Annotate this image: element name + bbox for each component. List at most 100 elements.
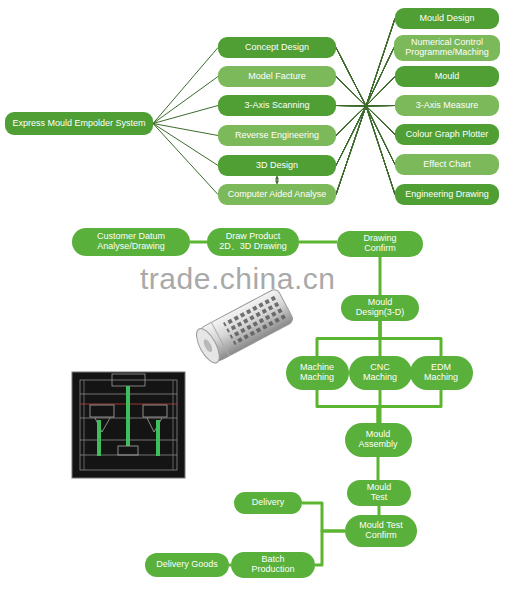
connector: [336, 19, 395, 107]
connector: [315, 531, 345, 565]
connector: [336, 77, 395, 107]
node-label: CNC Maching: [362, 363, 399, 383]
connector: [153, 124, 218, 195]
connector: [317, 390, 378, 423]
connector: [336, 48, 394, 136]
connector: [380, 321, 441, 356]
connector: [336, 48, 394, 107]
connector: [336, 48, 395, 107]
process-pill: Delivery: [234, 492, 302, 514]
connector: [153, 77, 218, 124]
connector: [336, 106, 395, 135]
process-box: Computer Aided Analyse: [218, 184, 336, 205]
connector: [336, 106, 395, 195]
connector: [336, 77, 395, 195]
connector: [336, 106, 395, 195]
process-box: Numerical Control Programme/Maching: [394, 35, 500, 61]
node-label: Model Facture: [248, 72, 306, 82]
node-fill: [218, 66, 336, 87]
connector: [153, 106, 218, 124]
connector: [153, 48, 218, 124]
connector: [229, 564, 231, 567]
process-pill: Mould Assembly: [345, 423, 412, 457]
process-pill: Mould Test: [347, 480, 411, 506]
node-label: Delivery: [252, 498, 285, 508]
node-label: Mould Assembly: [358, 430, 399, 450]
connector: [190, 241, 207, 244]
node-fill: [286, 356, 349, 390]
node-label: Express Mould Empolder System: [12, 119, 145, 129]
watermark: trade.china.cn: [140, 262, 335, 296]
node-label: Mould Test Confirm: [358, 521, 404, 541]
node-fill: [72, 228, 190, 256]
node-label: Colour Graph Plotter: [406, 130, 489, 140]
connector: [336, 106, 395, 165]
node-label: 3-Axis Measure: [416, 101, 479, 111]
connector: [336, 106, 395, 195]
node-label: Computer Aided Analyse: [228, 190, 327, 200]
node-fill: [145, 553, 229, 577]
node-fill: [394, 35, 500, 61]
process-pill: Draw Product 2D、3D Drawing: [207, 228, 299, 256]
connector: [336, 48, 395, 195]
connector: [336, 106, 395, 136]
node-fill: [5, 112, 153, 135]
connector: [336, 19, 395, 136]
connector: [302, 503, 345, 531]
process-box: Colour Graph Plotter: [395, 124, 499, 145]
product-part: [192, 288, 295, 367]
node-label: Customer Datum Analyse/Drawing: [83, 232, 179, 252]
connector: [336, 48, 394, 195]
connector: [336, 106, 395, 166]
process-box: Model Facture: [218, 66, 336, 87]
node-fill: [345, 515, 417, 547]
connector: [378, 506, 381, 515]
node-fill: [410, 356, 473, 390]
connector: [336, 77, 395, 195]
connector: [336, 106, 395, 136]
node-fill: [347, 480, 411, 506]
connector: [336, 106, 395, 166]
node-label: Delivery Goods: [156, 560, 218, 570]
connector: [379, 257, 382, 295]
node-fill: [395, 124, 499, 145]
connector: [336, 77, 395, 166]
node-label: Mould Design: [419, 14, 474, 24]
node-label: Batch Production: [242, 555, 304, 575]
node-fill: [231, 552, 315, 578]
process-box: Engineering Drawing: [395, 184, 499, 205]
connector: [299, 241, 337, 244]
connector: [336, 19, 395, 107]
connector: [336, 106, 395, 195]
process-pill: CNC Maching: [349, 356, 412, 390]
process-pill: Customer Datum Analyse/Drawing: [72, 228, 190, 256]
node-label: Engineering Drawing: [405, 190, 489, 200]
process-pill: Drawing Confirm: [337, 231, 423, 257]
process-pill: EDM Maching: [410, 356, 473, 390]
node-fill: [349, 356, 412, 390]
node-label: 3-Axis Scanning: [244, 101, 309, 111]
node-label: Machine Maching: [299, 363, 336, 383]
connector: [336, 48, 394, 107]
process-pill: Mould Design(3-D): [341, 295, 419, 321]
connector: [317, 321, 380, 356]
process-pill: Batch Production: [231, 552, 315, 578]
node-fill: [395, 95, 499, 116]
node-label: EDM Maching: [423, 363, 460, 383]
node-fill: [395, 154, 499, 175]
node-label: Numerical Control Programme/Maching: [399, 38, 495, 58]
connector: [336, 77, 395, 107]
node-fill: [218, 125, 336, 146]
connector: [336, 106, 395, 165]
node-label: Effect Chart: [423, 160, 470, 170]
node-label: Mould: [435, 72, 460, 82]
process-pill: Mould Test Confirm: [345, 515, 417, 547]
process-box: Concept Design: [218, 37, 336, 58]
connector: [336, 77, 395, 107]
node-fill: [207, 228, 299, 256]
node-fill: [345, 423, 412, 457]
process-box: 3D Design: [218, 155, 336, 176]
node-label: 3D Design: [256, 161, 298, 171]
connector: [336, 48, 394, 107]
node-fill: [234, 492, 302, 514]
